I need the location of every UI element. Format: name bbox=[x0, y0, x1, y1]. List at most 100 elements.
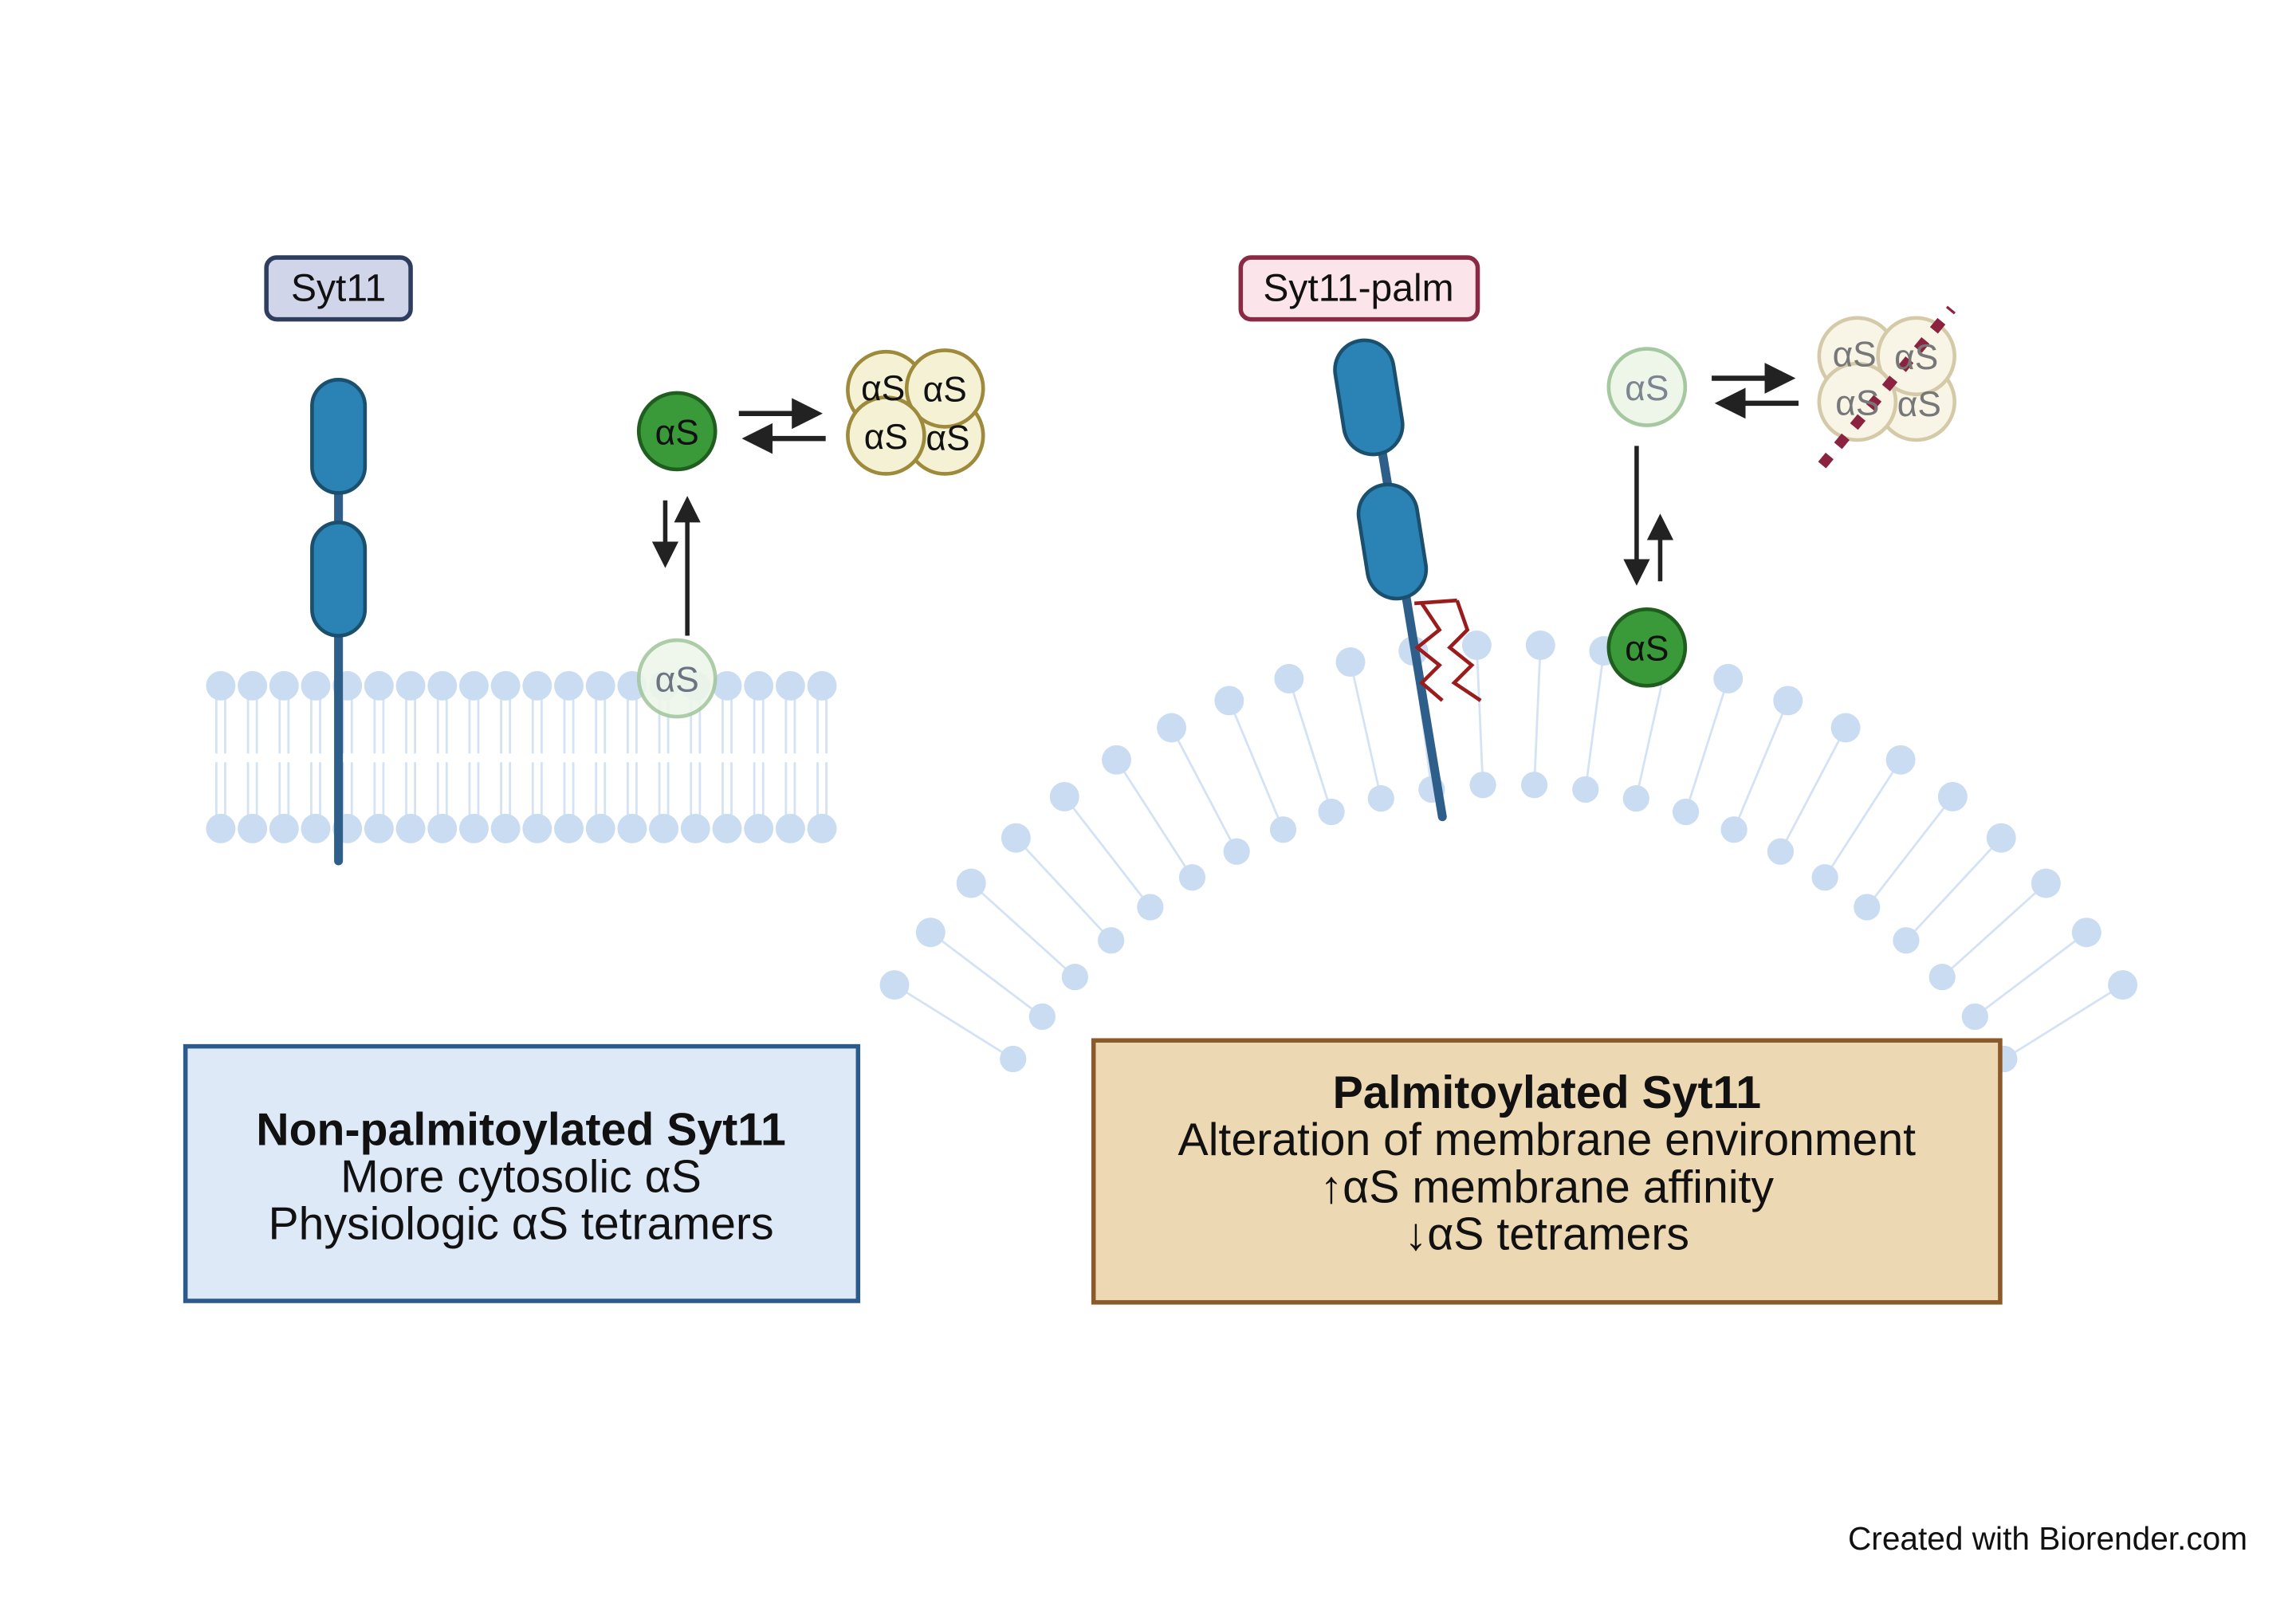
svg-text:αS: αS bbox=[655, 413, 699, 452]
lipid-head bbox=[427, 670, 458, 701]
equilibrium-arrows-horizontal bbox=[738, 398, 826, 454]
membrane-as-monomer: αS bbox=[636, 638, 718, 719]
lipid-head bbox=[1028, 1003, 1056, 1031]
svg-text:αS: αS bbox=[655, 660, 699, 699]
lipid-tail bbox=[1292, 690, 1329, 801]
lipid-head bbox=[2108, 970, 2138, 1000]
as-tetramer-reduced-circles bbox=[1817, 316, 1956, 442]
lipid-head bbox=[459, 813, 489, 843]
lipid-head bbox=[1961, 1003, 1988, 1031]
svg-text:αS: αS bbox=[1833, 335, 1877, 374]
lipid-tail bbox=[1913, 846, 1995, 933]
lipid-head bbox=[879, 970, 910, 1000]
lipid-head bbox=[1157, 713, 1187, 743]
lipid-head bbox=[1061, 964, 1088, 991]
lipid-head bbox=[807, 813, 837, 843]
svg-text:αS: αS bbox=[1897, 385, 1941, 424]
lipid-head bbox=[238, 813, 268, 843]
lipid-tail bbox=[1351, 673, 1380, 788]
lipid-tail bbox=[1785, 737, 1842, 842]
lipid-head bbox=[1098, 927, 1125, 954]
svg-text:↓αS tetramers: ↓αS tetramers bbox=[1405, 1208, 1689, 1259]
lipid-head bbox=[238, 670, 268, 701]
footer-credit: Created with Biorender.com bbox=[1848, 1520, 2247, 1557]
svg-text:αS: αS bbox=[861, 369, 905, 408]
lipid-head bbox=[301, 670, 331, 701]
lipid-head bbox=[617, 813, 647, 843]
lipid-head bbox=[2031, 868, 2061, 898]
lipid-head bbox=[1672, 798, 1700, 826]
lipid-tail bbox=[903, 990, 1004, 1054]
lipid-head bbox=[1274, 663, 1304, 693]
flat-membrane bbox=[206, 670, 837, 843]
curved-membrane bbox=[879, 631, 2138, 1073]
lipid-head bbox=[269, 670, 299, 701]
lipid-head bbox=[585, 813, 615, 843]
left-caption-box: Non-palmitoylated Syt11 More cytosolic α… bbox=[183, 1043, 861, 1303]
lipid-head bbox=[1049, 782, 1079, 811]
lipid-tail bbox=[939, 938, 1034, 1011]
as-tetramer: αS αS αS αS bbox=[846, 348, 985, 476]
syt11-palm-label: Syt11-palm bbox=[1238, 255, 1480, 322]
svg-text:αS: αS bbox=[1625, 369, 1669, 408]
svg-text:Non-palmitoylated Syt11: Non-palmitoylated Syt11 bbox=[256, 1104, 786, 1155]
lipid-head bbox=[269, 813, 299, 843]
lipid-tail bbox=[979, 890, 1067, 970]
lipid-head bbox=[522, 670, 552, 701]
lipid-head bbox=[744, 813, 774, 843]
equilibrium-arrows-horizontal-right bbox=[1712, 363, 1799, 419]
svg-text:αS: αS bbox=[1835, 383, 1879, 422]
cytosolic-as-monomer: αS bbox=[636, 391, 718, 472]
lipid-head bbox=[206, 670, 236, 701]
lipid-tail bbox=[1586, 662, 1604, 778]
lipid-head bbox=[649, 813, 679, 843]
lipid-head bbox=[364, 813, 394, 843]
lipid-head bbox=[1928, 964, 1956, 991]
lipid-head bbox=[459, 670, 489, 701]
lipid-tail bbox=[1176, 737, 1233, 842]
lipid-tail bbox=[1950, 890, 2038, 970]
svg-text:Syt11-palm: Syt11-palm bbox=[1263, 267, 1453, 309]
svg-text:αS: αS bbox=[1894, 338, 1938, 377]
lipid-head bbox=[956, 868, 986, 898]
lipid-head bbox=[2071, 917, 2101, 948]
lipid-head bbox=[1893, 927, 1920, 954]
svg-text:↑αS membrane affinity: ↑αS membrane affinity bbox=[1320, 1161, 1775, 1212]
lipid-head bbox=[1572, 776, 1599, 803]
lipid-head bbox=[1318, 798, 1345, 826]
svg-text:Syt11: Syt11 bbox=[291, 267, 386, 309]
lipid-head bbox=[1214, 686, 1244, 716]
lipid-head bbox=[1137, 894, 1164, 921]
lipid-head bbox=[1469, 772, 1496, 799]
lipid-head bbox=[915, 917, 946, 948]
lipid-head bbox=[807, 670, 837, 701]
lipid-tail bbox=[1688, 690, 1726, 801]
lipid-head bbox=[554, 813, 584, 843]
strike-through-line bbox=[1818, 305, 1956, 469]
membrane-bound-as: αS bbox=[1606, 607, 1688, 688]
lipid-tail bbox=[1637, 673, 1665, 788]
lipid-head bbox=[490, 670, 521, 701]
left-panel: Syt11 αS αS αS αS αS αS bbox=[183, 255, 985, 1303]
lipid-tail bbox=[1476, 657, 1484, 774]
lipid-head bbox=[1335, 647, 1366, 677]
lipid-head bbox=[1461, 631, 1492, 660]
lipid-head bbox=[680, 813, 710, 843]
equilibrium-arrows-vertical-right bbox=[1623, 446, 1674, 586]
lipid-head bbox=[395, 670, 426, 701]
lipid-tail bbox=[2013, 990, 2113, 1054]
lipid-tail bbox=[1233, 711, 1280, 819]
lipid-head bbox=[1811, 864, 1838, 891]
lipid-head bbox=[427, 813, 458, 843]
syt11-label: Syt11 bbox=[264, 255, 413, 322]
right-caption-box: Palmitoylated Syt11 Alteration of membra… bbox=[1091, 1038, 2003, 1305]
lipid-head bbox=[1937, 782, 1968, 811]
lipid-head bbox=[1986, 823, 2016, 853]
palmitate-chains bbox=[1413, 598, 1482, 702]
lipid-head bbox=[206, 813, 236, 843]
lipid-head bbox=[1773, 686, 1803, 716]
lipid-head bbox=[1713, 663, 1744, 693]
lipid-head bbox=[1885, 745, 1916, 775]
lipid-tail bbox=[1023, 846, 1104, 933]
